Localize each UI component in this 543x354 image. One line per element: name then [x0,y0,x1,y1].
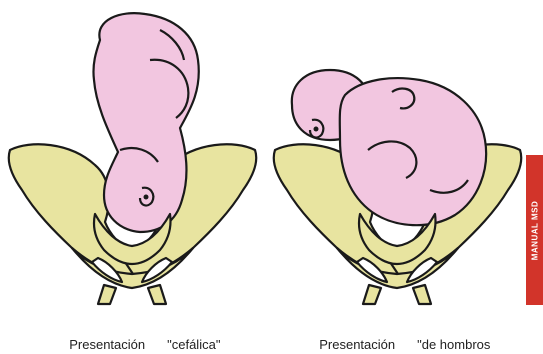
right-panel [274,70,522,304]
publisher-badge: MANUAL MSD [526,155,543,305]
publisher-badge-text: MANUAL MSD [530,200,539,260]
caption-right-word: Presentación [319,337,395,352]
left-fetus [93,13,198,232]
caption-left-word: Presentación [69,337,145,352]
caption-right: Presentación"de hombros [312,316,490,335]
illustration-canvas [0,0,543,335]
caption-left-quote: "cefálica" [167,337,220,352]
caption-right-quote: "de hombros [417,337,490,352]
caption-left: Presentación"cefálica" [62,316,220,335]
left-panel [9,13,257,304]
